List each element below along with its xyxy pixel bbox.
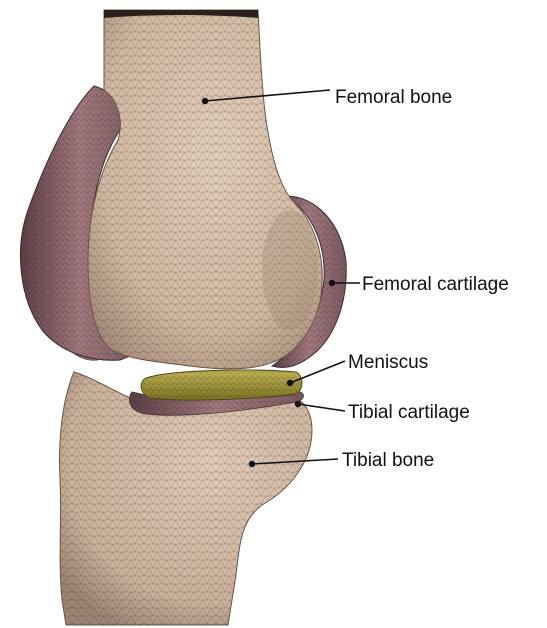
label-femoral-cartilage: Femoral cartilage bbox=[362, 274, 509, 295]
meniscus-shape bbox=[141, 370, 302, 400]
label-meniscus: Meniscus bbox=[348, 352, 428, 373]
label-femoral-bone: Femoral bone bbox=[335, 87, 452, 108]
label-tibial-bone: Tibial bone bbox=[342, 450, 434, 471]
label-tibial-cartilage: Tibial cartilage bbox=[348, 402, 470, 423]
femoral-bone-shape bbox=[88, 10, 322, 369]
